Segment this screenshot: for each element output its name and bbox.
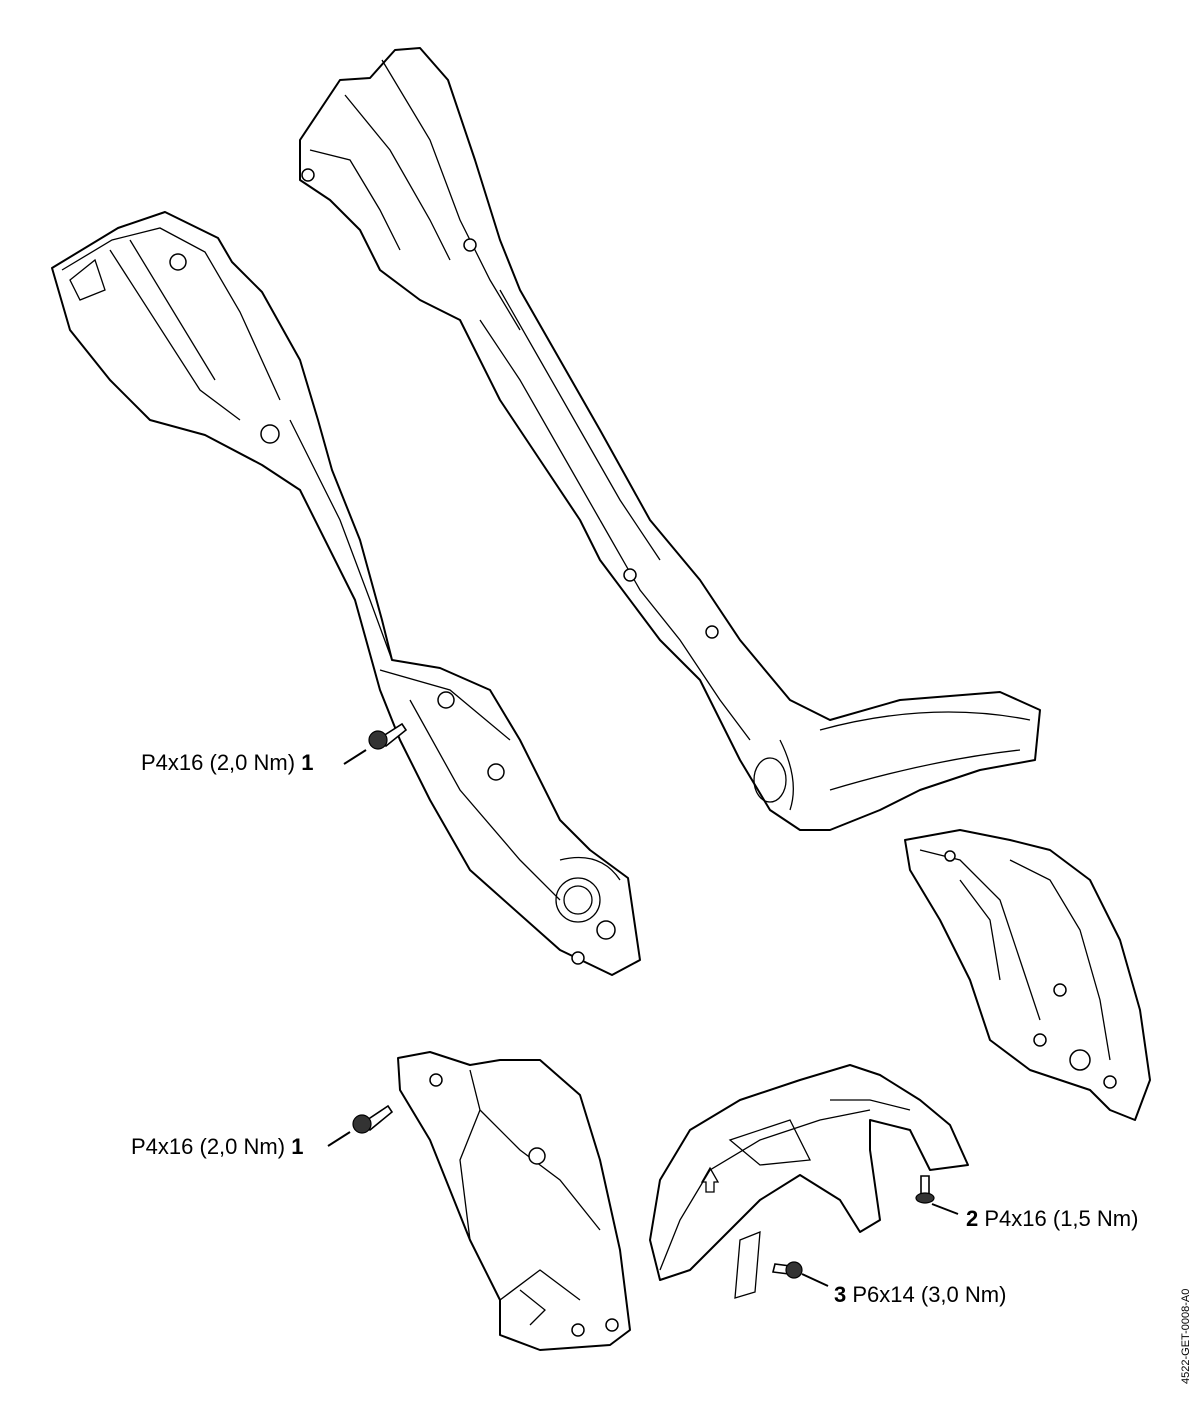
lower-cover-left — [397, 1051, 631, 1351]
callout-spec: P6x14 (3,0 Nm) — [852, 1282, 1007, 1307]
screw-3 — [772, 1261, 829, 1287]
left-housing-shell — [51, 211, 641, 976]
side-cover-right — [904, 829, 1151, 1121]
screw-2 — [915, 1175, 959, 1215]
callout-spec: P4x16 (2,0 Nm) — [131, 1134, 286, 1159]
callout-number: 1 — [301, 750, 314, 775]
right-housing-shell-with-handle — [299, 47, 1041, 831]
callout-spec: P4x16 (2,0 Nm) — [141, 750, 296, 775]
callout-number: 2 — [966, 1206, 979, 1231]
callout-screw-2: 2 P4x16 (1,5 Nm) — [966, 1208, 1138, 1230]
lower-guard-cover — [649, 1064, 969, 1299]
screw-1-lower — [327, 1104, 394, 1147]
screw-1-upper — [343, 722, 408, 765]
document-id: 4522-GET-0008-A0 — [1180, 1288, 1192, 1384]
callout-screw-1-upper: P4x16 (2,0 Nm) 1 — [141, 752, 313, 774]
callout-spec: P4x16 (1,5 Nm) — [984, 1206, 1139, 1231]
callout-number: 3 — [834, 1282, 847, 1307]
callout-number: 1 — [291, 1134, 304, 1159]
callout-screw-1-lower: P4x16 (2,0 Nm) 1 — [131, 1136, 303, 1158]
callout-screw-3: 3 P6x14 (3,0 Nm) — [834, 1284, 1006, 1306]
